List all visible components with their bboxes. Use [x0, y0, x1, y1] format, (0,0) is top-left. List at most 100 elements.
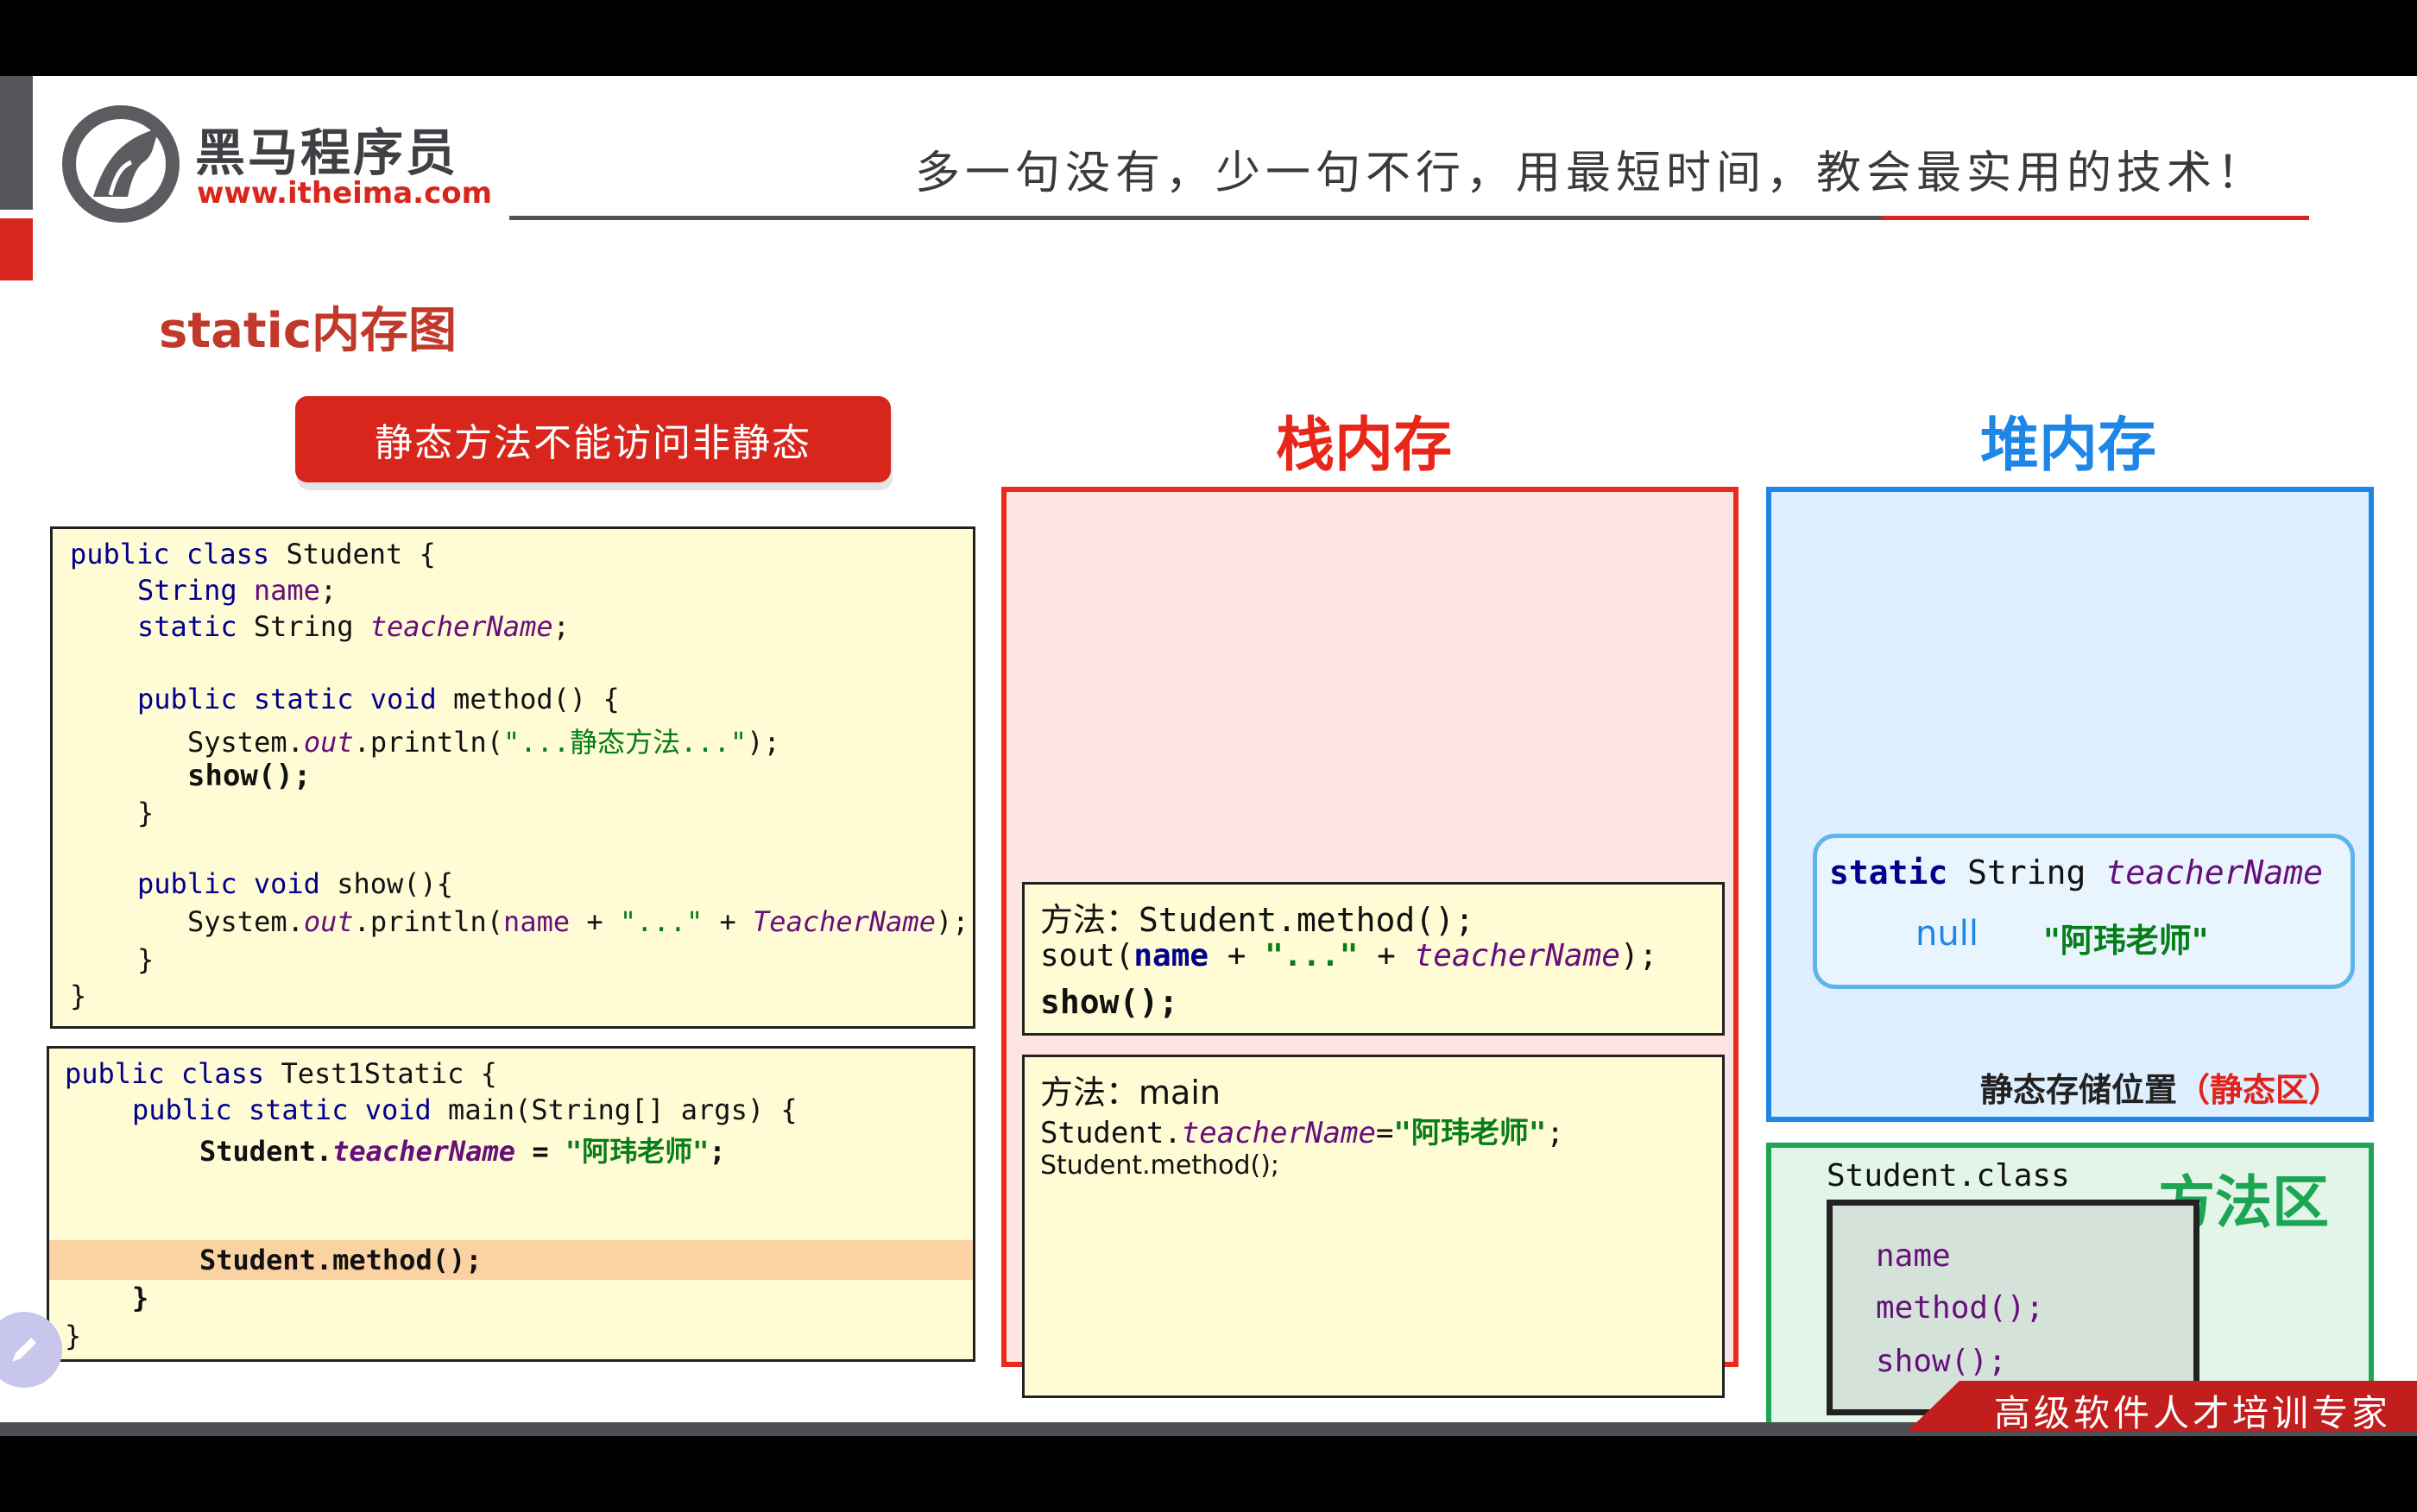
- code-line: Student.method();: [199, 1244, 483, 1276]
- code-token: Test1Static {: [264, 1057, 497, 1090]
- code-line: Student.teacherName = "阿玮老师";: [199, 1130, 726, 1169]
- frame-name: main: [1139, 1074, 1221, 1112]
- code-token: ;: [709, 1135, 726, 1168]
- code-line: String name;: [137, 574, 337, 607]
- stack-title: 栈内存: [1275, 412, 1452, 480]
- code-token: static: [1829, 854, 1948, 891]
- code-token: String: [237, 610, 370, 643]
- banner: 静态方法不能访问非静态: [295, 396, 891, 482]
- code-token: "...静态方法...": [503, 726, 748, 759]
- code-line: public void show(){: [137, 867, 453, 900]
- code-line: }: [132, 1282, 149, 1314]
- class-member: name: [1876, 1238, 1951, 1274]
- slogan: 多一句没有，少一句不行，用最短时间，教会最实用的技术！: [915, 148, 2268, 199]
- code-token: out: [303, 726, 354, 759]
- frame-line: sout(name + "..." + teacherName);: [1040, 938, 1657, 973]
- banner-text: 静态方法不能访问非静态: [375, 421, 811, 465]
- code-token: static: [137, 610, 237, 643]
- footer-bar: [0, 1422, 2417, 1436]
- code-token: public class: [65, 1057, 265, 1090]
- code-token: ;: [1546, 1116, 1564, 1150]
- code-token: +: [1358, 938, 1415, 973]
- code-token: main(String[] args) {: [431, 1093, 798, 1126]
- heap-memory-box: static String teacherName null "阿玮老师" 静态…: [1766, 487, 2374, 1122]
- code-token: Student.: [199, 1135, 333, 1168]
- code-line: public class Student {: [70, 538, 436, 570]
- code-token: +: [1208, 938, 1265, 973]
- code-token: =: [1375, 1116, 1394, 1150]
- code-token: =: [515, 1135, 565, 1168]
- code-token: .println(: [353, 726, 504, 759]
- code-token: teacherName: [369, 610, 553, 643]
- slide: 黑马程序员 www.itheima.com 多一句没有，少一句不行，用最短时间，…: [0, 76, 2417, 1436]
- code-line: public static void method() {: [137, 683, 620, 715]
- code-line: }: [137, 943, 155, 976]
- code-line: public class Test1Static {: [65, 1057, 497, 1090]
- edge-accent-gray: [0, 76, 33, 210]
- code-line: }: [137, 797, 155, 829]
- frame-label: 方法：: [1040, 901, 1139, 939]
- frame-line: Student.teacherName="阿玮老师";: [1040, 1109, 1564, 1151]
- code-token: );: [747, 726, 780, 759]
- code-token: out: [303, 905, 354, 938]
- code-line: }: [65, 1320, 82, 1352]
- static-default-value: null: [1915, 914, 1978, 954]
- frame-line: show();: [1040, 983, 1179, 1021]
- code-line: }: [70, 980, 87, 1012]
- code-token: "...": [619, 905, 704, 938]
- logo-name: 黑马程序员: [195, 123, 459, 182]
- frame-header: 方法：Student.method();: [1040, 893, 1474, 941]
- code-token: ;: [319, 574, 338, 607]
- logo: 黑马程序员 www.itheima.com: [59, 102, 492, 223]
- horse-logo-icon: [62, 105, 180, 223]
- frame-line: Student.method();: [1040, 1150, 1280, 1181]
- code-token: name: [1133, 938, 1209, 973]
- footer-badge: 高级软件人才培训专家: [1908, 1381, 2417, 1431]
- code-token: System.: [187, 905, 304, 938]
- static-caption: 静态存储位置（静态区）: [1980, 1063, 2341, 1111]
- code-token: teacherName: [1181, 1116, 1376, 1150]
- code-token: name: [503, 905, 571, 938]
- header-rule-gray: [509, 216, 1882, 220]
- footer-text: 高级软件人才培训专家: [1994, 1392, 2392, 1434]
- frame-label: 方法：: [1040, 1074, 1139, 1112]
- test-code-box: public class Test1Static { public static…: [47, 1046, 975, 1362]
- class-member: method();: [1876, 1290, 2045, 1326]
- code-token: "阿玮老师": [565, 1135, 710, 1168]
- code-line: show();: [187, 759, 312, 793]
- code-token: Student.: [1040, 1116, 1182, 1150]
- static-field-line: static String teacherName: [1829, 854, 2323, 891]
- code-token: Student {: [269, 538, 436, 570]
- frame-header: 方法：main: [1040, 1066, 1221, 1113]
- edge-accent-red: [0, 218, 33, 280]
- page-title: static内存图: [159, 303, 458, 359]
- code-token: public static void: [132, 1093, 432, 1126]
- code-token: public void: [137, 867, 320, 900]
- student-code-box: public class Student { String name; stat…: [50, 526, 975, 1029]
- frame-name: Student.method();: [1139, 901, 1474, 939]
- class-member: show();: [1876, 1344, 2007, 1379]
- edit-button[interactable]: [0, 1312, 62, 1388]
- static-area: static String teacherName null "阿玮老师": [1813, 834, 2355, 989]
- logo-url: www.itheima.com: [197, 176, 493, 211]
- header-rule-red: [1882, 216, 2309, 220]
- code-token: sout(: [1040, 938, 1134, 973]
- code-line: System.out.println("...静态方法...");: [187, 721, 780, 760]
- code-token: );: [935, 905, 969, 938]
- code-token: "...": [1265, 938, 1359, 973]
- code-token: "阿玮老师": [1393, 1116, 1547, 1150]
- code-token: name: [253, 574, 320, 607]
- code-token: .println(: [353, 905, 504, 938]
- stack-frame-method: 方法：Student.method(); sout(name + "..." +…: [1022, 882, 1725, 1036]
- code-token: public static void: [137, 683, 437, 715]
- static-caption-main: 静态存储位置: [1980, 1071, 2178, 1109]
- code-token: teacherName: [1414, 938, 1620, 973]
- code-token: public class: [70, 538, 270, 570]
- heap-title: 堆内存: [1979, 412, 2156, 480]
- code-line: static String teacherName;: [137, 610, 570, 643]
- code-token: show(){: [319, 867, 454, 900]
- code-line: System.out.println(name + "..." + Teache…: [187, 905, 969, 938]
- code-token: teacherName: [2105, 854, 2323, 891]
- code-token: TeacherName: [753, 905, 936, 938]
- code-token: +: [570, 905, 620, 938]
